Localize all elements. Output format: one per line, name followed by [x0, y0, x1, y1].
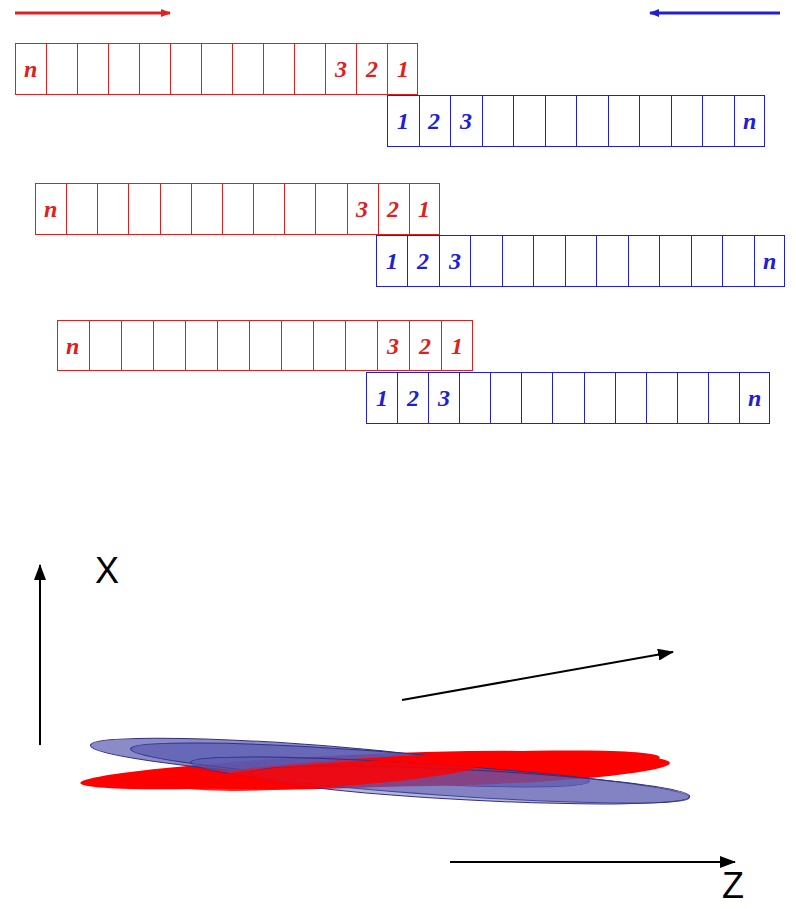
slice-number: 2 [366, 57, 378, 81]
slice-grid [376, 235, 785, 287]
slice-number: 3 [335, 57, 347, 81]
slice-number: n [743, 109, 756, 133]
direction-arrow [15, 12, 170, 15]
slice-number: 1 [386, 249, 398, 273]
slice-number: n [24, 57, 37, 81]
slice-number: n [66, 334, 79, 358]
slice-number: 3 [449, 249, 461, 273]
slice-number: 3 [438, 386, 450, 410]
slice-number: 2 [407, 386, 419, 410]
bunch-slices: 123 n [366, 372, 770, 424]
slice-number: 3 [356, 197, 368, 221]
slice-number: 1 [451, 334, 463, 358]
slice-number: 1 [397, 57, 409, 81]
slice-number: 3 [460, 109, 472, 133]
slice-number: 2 [387, 197, 399, 221]
slice-number: 3 [387, 334, 399, 358]
axis-label: Z [722, 868, 744, 904]
direction-arrow [650, 12, 780, 15]
slice-number: n [748, 386, 761, 410]
slice-number: 2 [428, 109, 440, 133]
slice-number: 2 [417, 249, 429, 273]
bunch-ellipses [80, 729, 691, 812]
bunch-slices: n 321 [57, 320, 473, 371]
bunch-slices: 123 n [376, 235, 785, 287]
slice-number: 1 [418, 197, 430, 221]
slice-grid [35, 183, 440, 235]
slice-number: 1 [376, 386, 388, 410]
slice-grid [366, 372, 770, 424]
bunch-slices: n 321 [35, 183, 440, 235]
tilt-arrow [402, 652, 673, 700]
slice-grid [15, 43, 418, 95]
bunch-slices: 123 n [387, 95, 765, 147]
slice-grid [57, 320, 473, 371]
axis-arrow [39, 565, 41, 745]
slice-number: n [763, 249, 776, 273]
slice-number: n [44, 197, 57, 221]
slice-grid [387, 95, 765, 147]
slice-number: 1 [397, 109, 409, 133]
axis-label: X [95, 553, 119, 589]
slice-number: 2 [419, 334, 431, 358]
axis-arrow [450, 861, 735, 863]
bunch-slices: n 321 [15, 43, 418, 95]
